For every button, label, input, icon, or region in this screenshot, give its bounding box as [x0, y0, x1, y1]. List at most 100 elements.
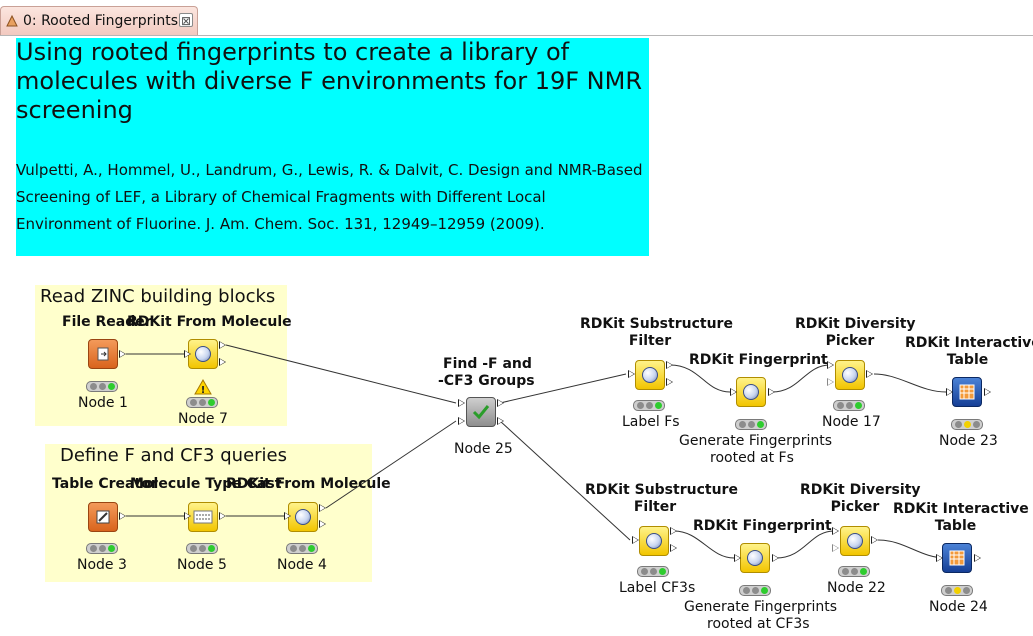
diversity-2-in-port-1[interactable]: [832, 527, 839, 535]
substructure-2-title-line2: Filter: [633, 499, 677, 515]
type-cast-in-port[interactable]: [184, 512, 191, 520]
diversity-1-title-line1: RDKit Diversity: [795, 316, 916, 332]
substructure-1-out-port-2[interactable]: [666, 378, 673, 386]
connections-layer: [126, 344, 947, 559]
table-creator-out-port[interactable]: [119, 512, 126, 520]
connection-substructure1-to-fingerprint1: [669, 364, 731, 393]
file-reader-label[interactable]: Node 1: [78, 395, 128, 411]
tab-label: 0: Rooted Fingerprints: [23, 13, 178, 29]
from-mol-1-status: [186, 397, 218, 408]
workflow-tab[interactable]: 0: Rooted Fingerprints ⊠: [0, 6, 198, 36]
interactive-2-label[interactable]: Node 24: [929, 599, 988, 615]
diversity-2-label[interactable]: Node 22: [827, 580, 886, 596]
interactive-2-out-port[interactable]: [974, 554, 981, 562]
fingerprint-icon: [743, 384, 759, 400]
fingerprint-2-label-line1[interactable]: Generate Fingerprints: [684, 599, 838, 615]
find-groups-out-port-2[interactable]: [497, 417, 504, 425]
file-reader-status: [86, 381, 118, 392]
fingerprint-1-node[interactable]: [736, 377, 766, 407]
reference-annotation-text: Vulpetti, A., Hommel, U., Landrum, G., L…: [16, 161, 643, 233]
type-cast-node[interactable]: [188, 502, 218, 532]
table-creator-node[interactable]: [88, 502, 118, 532]
workflow-canvas[interactable]: Using rooted fingerprints to create a li…: [0, 36, 1033, 636]
queries-annotation-label: Define F and CF3 queries: [60, 445, 287, 466]
fingerprint-2-out-port[interactable]: [772, 554, 779, 562]
substructure-1-node[interactable]: [635, 360, 665, 390]
fingerprint-1-title: RDKit Fingerprint: [689, 352, 828, 368]
diversity-1-node[interactable]: [835, 360, 865, 390]
substructure-2-out-port-2[interactable]: [670, 544, 677, 552]
file-reader-out-port[interactable]: [119, 350, 126, 358]
from-mol-1-in-port[interactable]: [184, 350, 191, 358]
from-mol-2-status: [286, 543, 318, 554]
from-mol-2-in-port[interactable]: [284, 512, 291, 520]
interactive-1-out-port[interactable]: [984, 388, 991, 396]
diversity-1-out-port[interactable]: [866, 370, 873, 378]
substructure-1-title-line1: RDKit Substructure: [580, 316, 733, 332]
find-groups-in-port-1[interactable]: [458, 399, 465, 407]
type-cast-out-port[interactable]: [219, 512, 226, 520]
from-mol-1-out-port-2[interactable]: [219, 358, 226, 366]
substructure-1-in-port[interactable]: [628, 370, 635, 378]
interactive-1-node[interactable]: [952, 377, 982, 407]
find-groups-out-port-1[interactable]: [497, 399, 504, 407]
file-reader-title: File Reader: [62, 314, 152, 330]
fingerprint-2-in-port[interactable]: [734, 554, 741, 562]
table-creator-title: Table Creator: [52, 476, 158, 492]
substructure-2-title-line1: RDKit Substructure: [585, 482, 738, 498]
connection-substructure2-to-fingerprint2: [673, 530, 735, 559]
from-mol-1-title: RDKit From Molecule: [127, 314, 292, 330]
diversity-2-in-port-2[interactable]: [832, 544, 839, 552]
type-cast-label[interactable]: Node 5: [177, 557, 227, 573]
interactive-1-in-port[interactable]: [946, 388, 953, 396]
substructure-1-out-port-1[interactable]: [666, 361, 673, 369]
from-mol-2-node[interactable]: [288, 502, 318, 532]
diversity-1-in-port-2[interactable]: [827, 378, 834, 386]
from-mol-2-out-port-2[interactable]: [319, 520, 326, 528]
table-icon: [959, 384, 975, 400]
close-icon[interactable]: ⊠: [179, 13, 193, 28]
connection-fingerprint1-to-diversity1: [771, 364, 831, 393]
interactive-1-title-line2: Table: [946, 352, 989, 368]
from-mol-1-node[interactable]: [188, 339, 218, 369]
find-groups-label[interactable]: Node 25: [454, 441, 513, 457]
fingerprint-2-node[interactable]: [740, 543, 770, 573]
file-reader-node[interactable]: [88, 339, 118, 369]
warning-icon[interactable]: !: [194, 379, 212, 395]
diversity-2-title-line1: RDKit Diversity: [800, 482, 921, 498]
magnifier-icon: [842, 367, 858, 383]
find-groups-node[interactable]: [466, 397, 496, 427]
fingerprint-2-label-line2[interactable]: rooted at CF3s: [707, 616, 810, 632]
fingerprint-1-in-port[interactable]: [730, 388, 737, 396]
from-mol-1-label[interactable]: Node 7: [178, 411, 228, 427]
from-mol-1-out-port-1[interactable]: [219, 341, 226, 349]
substructure-2-label[interactable]: Label CF3s: [619, 580, 696, 596]
fingerprint-1-label-line2[interactable]: rooted at Fs: [710, 450, 794, 466]
title-annotation[interactable]: [16, 38, 649, 256]
fingerprint-1-label-line1[interactable]: Generate Fingerprints: [679, 433, 833, 449]
from-mol-2-label[interactable]: Node 4: [277, 557, 327, 573]
diversity-2-out-port[interactable]: [871, 536, 878, 544]
find-groups-in-port-2[interactable]: [458, 417, 465, 425]
substructure-2-out-port-1[interactable]: [670, 527, 677, 535]
table-creator-label[interactable]: Node 3: [77, 557, 127, 573]
diversity-1-label[interactable]: Node 17: [822, 414, 881, 430]
diversity-2-node[interactable]: [840, 526, 870, 556]
connection-find-groups-to-substructure1: [499, 373, 627, 404]
substructure-1-title-line2: Filter: [628, 333, 672, 349]
diversity-1-in-port-1[interactable]: [827, 361, 834, 369]
substructure-1-status: [633, 400, 665, 411]
interactive-1-label[interactable]: Node 23: [939, 433, 998, 449]
interactive-1-status: [951, 419, 983, 430]
substructure-1-label[interactable]: Label Fs: [622, 414, 680, 430]
interactive-2-node[interactable]: [942, 543, 972, 573]
connection-find-groups-to-substructure2: [499, 420, 631, 541]
interactive-1-title-line1: RDKit Interactive: [905, 335, 1033, 351]
substructure-2-in-port[interactable]: [632, 536, 639, 544]
from-mol-2-out-port-1[interactable]: [319, 504, 326, 512]
connection-diversity1-to-interactive1: [873, 373, 947, 393]
substructure-2-node[interactable]: [639, 526, 669, 556]
zinc-annotation[interactable]: [35, 285, 287, 426]
interactive-2-in-port[interactable]: [936, 554, 943, 562]
fingerprint-1-out-port[interactable]: [768, 388, 775, 396]
